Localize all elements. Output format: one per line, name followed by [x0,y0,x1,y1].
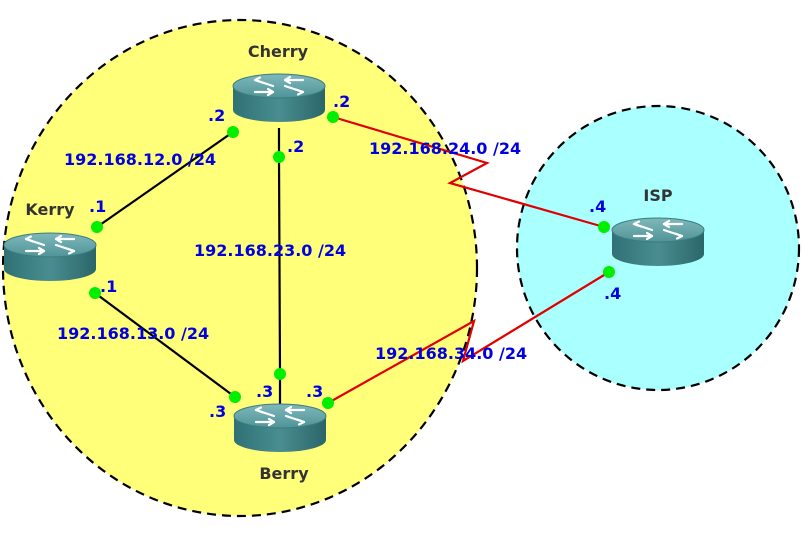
endpoint-cherry-kerry [227,126,239,138]
endpoint-berry-kerry [229,391,241,403]
router-berry[interactable] [232,402,328,454]
interface-label-berry-isp: .3 [306,382,323,401]
router-kerry[interactable] [2,231,98,283]
endpoint-isp-cherry [598,221,610,233]
endpoint-berry-isp [322,397,334,409]
link-cherry-isp [332,115,605,229]
router-icon [232,402,328,454]
link-cherry-berry [277,156,282,375]
interface-label-kerry-cherry: .1 [89,197,106,216]
network-label-23: 192.168.23.0 /24 [194,241,346,260]
interface-label-kerry-berry: .1 [100,277,117,296]
interface-label-cherry-kerry: .2 [208,106,225,125]
network-label-24: 192.168.24.0 /24 [369,139,521,158]
link-berry-isp [327,271,610,404]
interface-label-berry-cherry: .3 [256,382,273,401]
network-label-12: 192.168.12.0 /24 [64,150,216,169]
router-isp[interactable] [610,216,706,268]
endpoint-kerry-berry [89,287,101,299]
network-label-34: 192.168.34.0 /24 [375,344,527,363]
endpoint-cherry-isp [327,111,339,123]
interface-label-isp-cherry: .4 [589,197,606,216]
router-icon [231,72,327,124]
interface-label-berry-kerry: .3 [209,402,226,421]
device-label-berry: Berry [259,464,309,483]
device-label-kerry: Kerry [25,200,75,219]
device-label-cherry: Cherry [248,42,309,61]
link-kerry-berry [94,292,236,398]
router-icon [2,231,98,283]
device-label-isp: ISP [643,186,672,205]
link-kerry-cherry [96,131,234,228]
endpoint-kerry-cherry [91,221,103,233]
router-cherry[interactable] [231,72,327,124]
endpoint-cherry-berry [273,151,285,163]
interface-label-cherry-berry: .2 [287,137,304,156]
network-label-13: 192.168.13.0 /24 [57,324,209,343]
endpoint-berry-cherry [274,368,286,380]
interface-label-cherry-isp: .2 [333,92,350,111]
endpoint-isp-berry [603,266,615,278]
router-icon [610,216,706,268]
internal-network-area [1,18,479,518]
interface-label-isp-berry: .4 [604,284,621,303]
